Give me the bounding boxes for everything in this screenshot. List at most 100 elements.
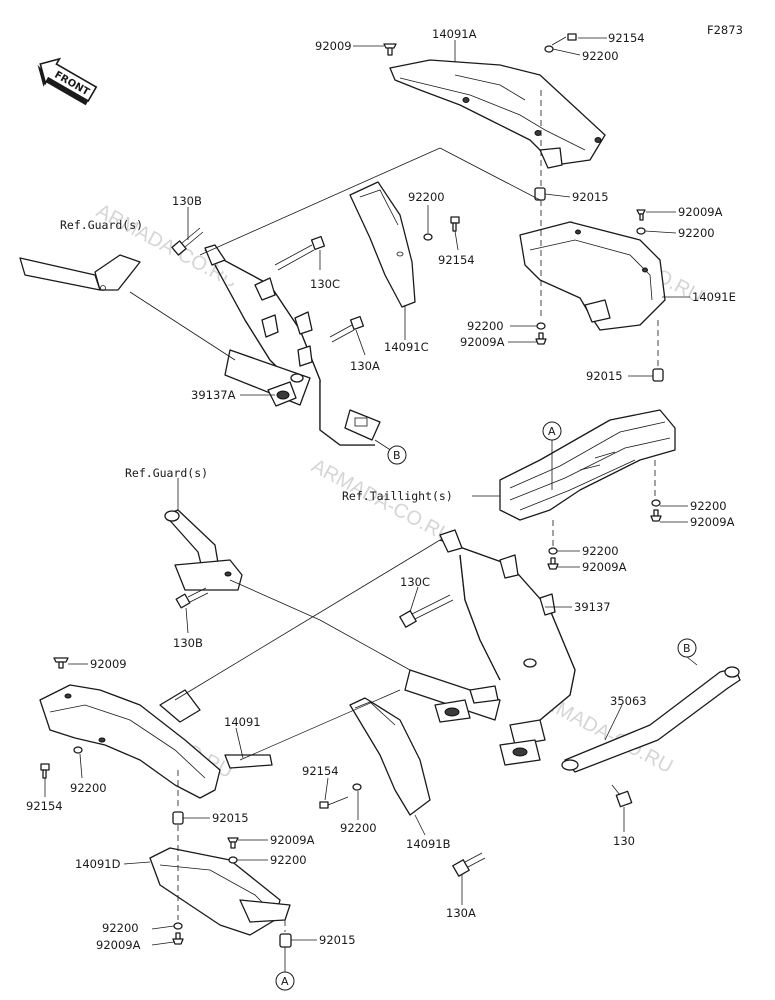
guard-bracket-lower	[164, 509, 243, 591]
label-130C-top: 130C	[310, 277, 340, 291]
leader-lines	[44, 37, 698, 972]
bolt-92009A-c	[227, 837, 239, 849]
bolt-130A-low	[452, 852, 486, 877]
label-39137: 39137	[574, 600, 611, 614]
clip-92009-low	[53, 657, 69, 669]
label-92154-mid: 92154	[438, 253, 475, 267]
label-14091D: 14091D	[75, 857, 121, 871]
nut-92015-d	[279, 933, 292, 948]
screw-92154-mid	[450, 216, 460, 232]
nut-92015-b	[652, 368, 664, 382]
bolt-92009A-r2	[535, 332, 547, 345]
callout-b-lower: B	[677, 638, 697, 658]
label-92200-r1: 92200	[678, 226, 715, 240]
label-92200-d: 92200	[102, 921, 139, 935]
bolt-130	[611, 784, 633, 808]
washer-92200-r2	[536, 322, 546, 330]
label-92200-top: 92200	[582, 49, 619, 63]
label-14091: 14091	[224, 715, 261, 729]
washer-92200-r1	[636, 227, 646, 235]
bolt-92009A-r3	[650, 509, 662, 522]
label-35063: 35063	[610, 694, 647, 708]
screw-92154-top	[551, 33, 577, 46]
label-14091E: 14091E	[692, 290, 736, 304]
label-39137A: 39137A	[191, 388, 236, 402]
label-92200-l: 92200	[70, 781, 107, 795]
cover-14091	[39, 684, 273, 799]
carrier-frame-lower	[404, 529, 576, 766]
bolt-92009A-r1	[636, 209, 646, 221]
bolt-92009A-r4	[547, 557, 559, 570]
callout-a-upper-text: A	[548, 425, 556, 438]
washer-92200-d	[173, 922, 183, 930]
label-14091B: 14091B	[406, 837, 451, 851]
label-130C-low: 130C	[400, 575, 430, 589]
label-92009A-c: 92009A	[270, 833, 315, 847]
label-130A-low: 130A	[446, 906, 476, 920]
washer-92200-mid	[423, 233, 433, 241]
cover-14091B	[349, 697, 431, 816]
label-92009A-r4: 92009A	[582, 560, 627, 574]
label-130: 130	[613, 834, 635, 848]
label-130A-top: 130A	[350, 359, 380, 373]
bolt-130B-low	[175, 587, 209, 609]
label-92009A-r2: 92009A	[460, 335, 505, 349]
taillight-ref	[499, 409, 676, 521]
cover-14091D	[149, 847, 291, 936]
part-labels: 92009 14091A 92154 92200 92015 92009A 92…	[26, 27, 736, 952]
label-ref-guard-lower: Ref.Guard(s)	[125, 466, 208, 480]
alignment-lines	[129, 90, 659, 932]
washer-92200-r3	[651, 499, 661, 507]
guard-tube-upper	[19, 254, 141, 291]
label-14091C: 14091C	[384, 340, 429, 354]
screw-92154-l	[40, 763, 50, 779]
washer-92200-r4	[548, 547, 558, 555]
carrier-frame-upper	[204, 244, 381, 446]
washer-92200-top	[544, 45, 554, 53]
label-92200-c2: 92200	[270, 853, 307, 867]
screw-92154-c	[319, 796, 349, 809]
label-92200-r4: 92200	[582, 544, 619, 558]
bolt-130A-top	[329, 315, 365, 343]
bolt-92009A-d	[172, 932, 184, 945]
callout-a-lower: A	[275, 971, 295, 991]
label-92154-c: 92154	[302, 764, 339, 778]
label-92009A-r3: 92009A	[690, 515, 735, 529]
label-92154-top: 92154	[608, 31, 645, 45]
callout-a-upper: A	[542, 421, 562, 441]
label-92200-r3: 92200	[690, 499, 727, 513]
washer-92200-c	[352, 783, 362, 791]
nut-92015-c	[172, 811, 184, 825]
label-92009A-d: 92009A	[96, 938, 141, 952]
callout-b-upper-text: B	[393, 449, 401, 462]
label-92015-d: 92015	[319, 933, 356, 947]
label-92200-mid: 92200	[408, 190, 445, 204]
label-92009-top: 92009	[315, 39, 352, 53]
cover-14091A	[389, 59, 606, 169]
stay-35063	[561, 666, 741, 773]
clip-92009-top	[383, 43, 397, 56]
fasteners	[40, 33, 664, 948]
label-92154-l: 92154	[26, 799, 63, 813]
callout-b-upper: B	[387, 445, 407, 465]
washer-92200-c2	[228, 856, 238, 864]
label-92009-low: 92009	[90, 657, 127, 671]
label-130B-top: 130B	[172, 194, 202, 208]
label-130B-low: 130B	[173, 636, 203, 650]
label-14091A: 14091A	[432, 27, 477, 41]
label-92200-c: 92200	[340, 821, 377, 835]
label-92015-a: 92015	[572, 190, 609, 204]
bolt-130C-low	[399, 594, 454, 628]
callout-a-lower-text: A	[281, 975, 289, 988]
cover-14091C	[349, 181, 416, 308]
washer-92200-l	[73, 746, 83, 754]
front-arrow-icon: FRONT	[37, 57, 98, 106]
figure-id: F2873	[707, 23, 743, 37]
bolt-130B-top	[171, 227, 204, 256]
label-92015-c: 92015	[212, 811, 249, 825]
bolt-130C-top	[274, 235, 326, 271]
label-ref-taillight: Ref.Taillight(s)	[342, 489, 453, 503]
label-ref-guard-upper: Ref.Guard(s)	[60, 218, 143, 232]
cover-14091E	[519, 221, 666, 331]
